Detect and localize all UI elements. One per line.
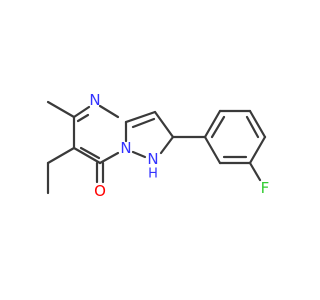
atom-o-label: O xyxy=(94,182,106,200)
bond-c6-c7-inner xyxy=(79,146,101,160)
molecule-diagram: N N N H O F xyxy=(46,91,270,200)
atom-n4-label: N xyxy=(89,91,100,109)
bond-c3a-c3 xyxy=(124,110,157,124)
atom-n1-label: N xyxy=(147,150,158,168)
bond-n4-c5 xyxy=(72,105,91,119)
structure-svg: N N N H O F xyxy=(46,91,270,200)
bond-c2-n1 xyxy=(159,135,175,155)
bond-ph6-ph1 xyxy=(203,135,222,165)
bond-c5-methyl xyxy=(46,100,76,119)
atom-n7a-label: N xyxy=(120,139,131,157)
bond-n1-n7a xyxy=(131,150,147,159)
atom-f-label: F xyxy=(261,179,270,197)
bond-n4-c5-inner xyxy=(76,113,90,123)
bond-c3-c2 xyxy=(153,110,175,139)
bond-ph4-ph5 xyxy=(248,135,267,165)
bond-c6-c7 xyxy=(72,146,102,165)
bond-ph5-f xyxy=(248,161,262,182)
bond-c3a-n4 xyxy=(98,104,120,119)
bond-c3a-c3-inner xyxy=(131,117,156,129)
bond-c6-ethyl-ch2 xyxy=(46,146,76,165)
bond-ph1-ph2 xyxy=(203,109,222,139)
atom-n1-hydrogen-label: H xyxy=(148,167,158,182)
bond-c7-n7a xyxy=(98,151,120,165)
bond-ph3-ph4 xyxy=(248,109,267,139)
bond-ph1-ph2-inner xyxy=(210,115,226,139)
bond-ph3-ph4-inner xyxy=(245,115,260,139)
